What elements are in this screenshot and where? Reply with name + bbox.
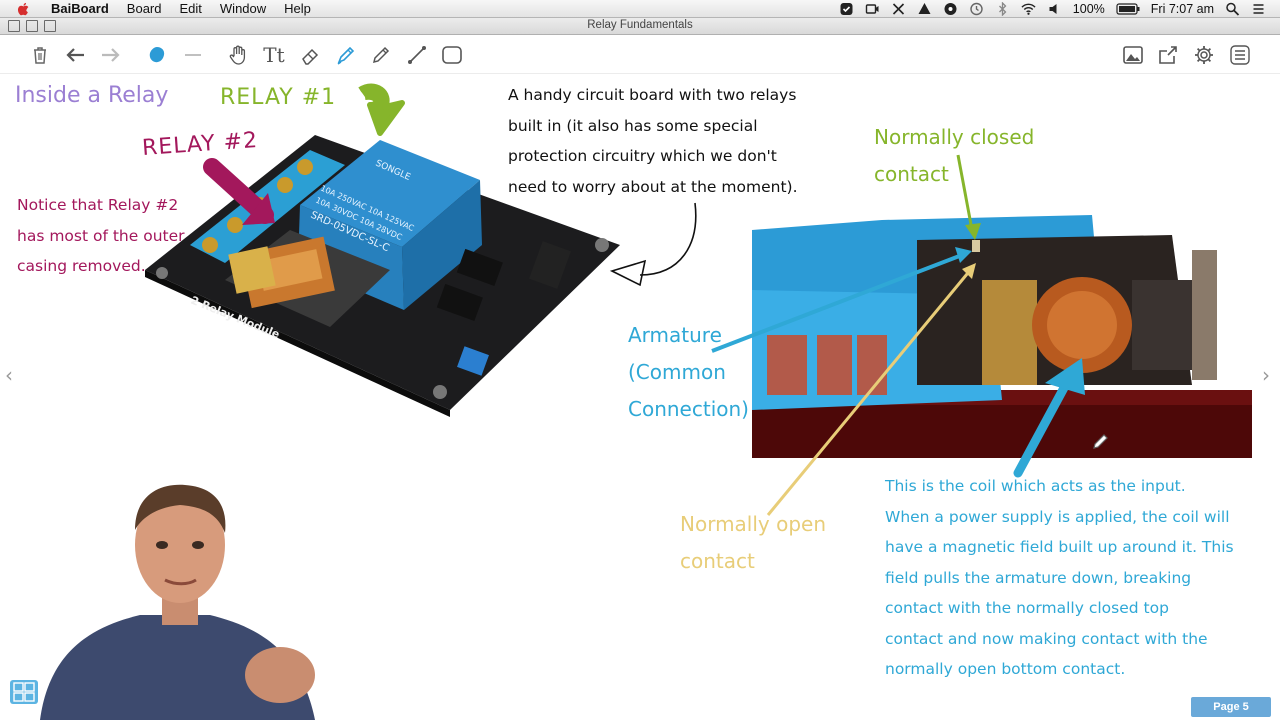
tools-status-icon[interactable] (891, 2, 906, 16)
coil-note-line: This is the coil which acts as the input… (885, 471, 1234, 502)
line-width-button[interactable] (179, 42, 207, 68)
line-tool-button[interactable] (403, 42, 431, 68)
note-relay-2-line: has most of the outer (17, 221, 185, 252)
line-icon (406, 44, 428, 66)
board-menu-button[interactable] (1226, 42, 1254, 68)
coil-note-line: normally open bottom contact. (885, 654, 1234, 685)
coil-note-line: contact with the normally closed top (885, 593, 1234, 624)
timemachine-status-icon[interactable] (969, 2, 984, 16)
spotlight-search-icon[interactable] (1225, 2, 1240, 16)
label-armature[interactable]: Armature (Common Connection) (628, 317, 749, 428)
notification-center-icon[interactable] (1251, 2, 1266, 16)
label-armature-line: Armature (628, 317, 749, 354)
evernote-status-icon[interactable] (943, 2, 958, 16)
circuit-board-note[interactable]: A handy circuit board with two relays bu… (508, 80, 798, 202)
text-tool-button[interactable]: Tt (260, 42, 288, 68)
label-armature-line: Connection) (628, 391, 749, 428)
coil-note-line: When a power supply is applied, the coil… (885, 502, 1234, 533)
circuit-board-note-line: built in (it also has some special (508, 111, 798, 142)
label-normally-closed[interactable]: Normally closed contact (874, 119, 1034, 193)
label-normally-closed-line: contact (874, 156, 1034, 193)
share-button[interactable] (1154, 42, 1182, 68)
menu-app-name[interactable]: BaiBoard (42, 0, 118, 18)
pencil-tool-button[interactable] (367, 42, 395, 68)
drive-status-icon[interactable] (917, 2, 932, 16)
color-picker-button[interactable] (143, 42, 171, 68)
coil-note-line: have a magnetic field built up around it… (885, 532, 1234, 563)
trash-icon (29, 44, 51, 66)
note-relay-2[interactable]: Notice that Relay #2 has most of the out… (17, 190, 185, 282)
menu-board[interactable]: Board (118, 0, 171, 18)
apple-icon[interactable] (16, 1, 32, 17)
highlighter-tool-button[interactable] (332, 42, 360, 68)
coil-note-line: field pulls the armature down, breaking (885, 563, 1234, 594)
image-icon (1122, 44, 1144, 66)
eraser-icon (299, 44, 321, 66)
window-title-bar: Relay Fundamentals (0, 18, 1280, 35)
circuit-board-note-line: protection circuitry which we don't (508, 141, 798, 172)
menu-icon (1229, 44, 1251, 66)
battery-icon[interactable] (1116, 2, 1140, 16)
wifi-status-icon[interactable] (1021, 2, 1036, 16)
note-relay-2-line: Notice that Relay #2 (17, 190, 185, 221)
coil-note[interactable]: This is the coil which acts as the input… (885, 471, 1234, 685)
label-normally-open[interactable]: Normally open contact (680, 506, 826, 580)
insert-image-button[interactable] (1119, 42, 1147, 68)
share-icon (1157, 44, 1179, 66)
note-relay-2-line: casing removed. (17, 251, 185, 282)
circuit-board-note-line: need to worry about at the moment). (508, 172, 798, 203)
previous-page-arrow[interactable]: ‹ (5, 363, 13, 387)
trash-button[interactable] (26, 42, 54, 68)
eraser-tool-button[interactable] (296, 42, 324, 68)
shape-icon (441, 44, 463, 66)
menu-bar: BaiBoard Board Edit Window Help 100% Fri… (0, 0, 1280, 18)
settings-icon (1193, 44, 1215, 66)
undo-button[interactable] (61, 42, 89, 68)
hand-icon (227, 44, 249, 66)
next-page-arrow[interactable]: › (1262, 363, 1270, 387)
board-canvas[interactable]: 2 Relay Module SONGLE 10A 250VAC 10A 125… (0, 75, 1280, 720)
menu-edit[interactable]: Edit (171, 0, 211, 18)
label-armature-line: (Common (628, 354, 749, 391)
menu-window[interactable]: Window (211, 0, 275, 18)
battery-percent: 100% (1073, 2, 1105, 16)
toolbar: Tt (0, 36, 1280, 74)
label-relay-1[interactable]: RELAY #1 (220, 85, 336, 110)
line-width-icon (182, 44, 204, 66)
bluetooth-status-icon[interactable] (995, 2, 1010, 16)
settings-button[interactable] (1190, 42, 1218, 68)
pencil-icon (370, 44, 392, 66)
label-normally-open-line: Normally open (680, 506, 826, 543)
presenter-video-overlay (40, 475, 330, 720)
highlighter-icon (335, 44, 357, 66)
checkmark-status-icon[interactable] (839, 2, 854, 16)
redo-icon (100, 44, 122, 66)
shape-tool-button[interactable] (438, 42, 466, 68)
circuit-board-note-line: A handy circuit board with two relays (508, 80, 798, 111)
label-normally-closed-line: Normally closed (874, 119, 1034, 156)
volume-status-icon[interactable] (1047, 2, 1062, 16)
camera-status-icon[interactable] (865, 2, 880, 16)
hand-tool-button[interactable] (224, 42, 252, 68)
coil-note-line: contact and now making contact with the (885, 624, 1234, 655)
menu-help[interactable]: Help (275, 0, 320, 18)
clock[interactable]: Fri 7:07 am (1151, 2, 1214, 16)
page-thumbnails-button[interactable] (10, 680, 38, 704)
window-title: Relay Fundamentals (0, 19, 1280, 31)
pencil-cursor-icon (1092, 432, 1110, 450)
label-normally-open-line: contact (680, 543, 826, 580)
board-heading[interactable]: Inside a Relay (15, 83, 168, 108)
page-indicator-button[interactable]: Page 5 (1191, 697, 1271, 717)
color-dot-icon (146, 44, 168, 66)
undo-icon (64, 44, 86, 66)
redo-button[interactable] (97, 42, 125, 68)
status-area: 100% Fri 7:07 am (839, 2, 1280, 16)
